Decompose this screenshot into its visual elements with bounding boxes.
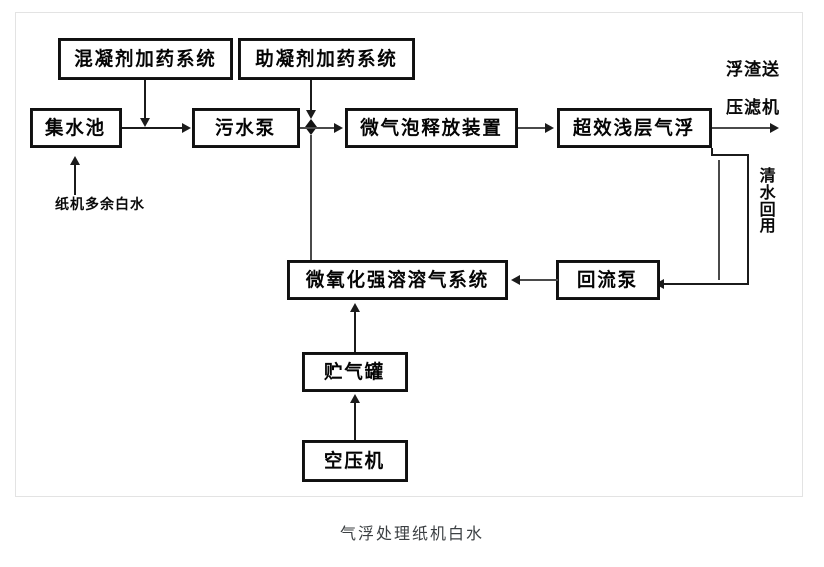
edge-clearwater-inner-tick: [718, 160, 720, 280]
edge-inlet-white-water: [74, 165, 76, 195]
diagram-frame: [15, 12, 803, 497]
valve-upper-triangle: [305, 119, 317, 127]
node-micro-oxidation-dissolving: 微氧化强溶溶气系统: [287, 260, 508, 300]
node-gas-storage-tank-label: 贮气罐: [324, 360, 386, 383]
figure-caption: 气浮处理纸机白水: [339, 524, 484, 543]
label-clear-water-reuse-text: 清水回用: [759, 166, 776, 236]
node-collection-tank-label: 集水池: [45, 116, 107, 139]
edge-clearwater-top-run: [711, 154, 749, 156]
label-inlet-white-water: 纸机多余白水: [55, 197, 145, 213]
edge-flocculant-down-upper: [310, 80, 312, 112]
node-flocculant-aid-dosing-label: 助凝剂加药系统: [255, 47, 398, 70]
valve-lower-triangle: [305, 127, 317, 135]
edge-clearwater-bottom-run: [662, 283, 749, 285]
edge-microbubble-to-flotation-arrowhead: [545, 123, 554, 133]
edge-flotation-to-scum-arrowhead: [770, 123, 779, 133]
edge-inlet-white-water-arrowhead: [70, 156, 80, 165]
node-micro-oxidation-dissolving-label: 微氧化强溶溶气系统: [305, 268, 490, 291]
node-coagulant-dosing: 混凝剂加药系统: [58, 38, 233, 80]
edge-coagulant-down-arrowhead: [140, 118, 150, 127]
edge-tank-to-microoxidation-arrowhead: [350, 303, 360, 312]
node-air-compressor: 空压机: [302, 440, 408, 482]
label-scum-out-line1: 浮渣送: [726, 60, 780, 80]
node-collection-tank: 集水池: [30, 108, 122, 148]
edge-flocculant-down-lower: [310, 135, 312, 261]
edge-tank-to-pump: [122, 127, 183, 129]
node-reflux-pump: 回流泵: [556, 260, 660, 300]
node-air-compressor-label: 空压机: [324, 449, 386, 472]
edge-reflux-to-microoxidation: [518, 279, 558, 281]
node-sewage-pump: 污水泵: [192, 108, 300, 148]
node-sewage-pump-label: 污水泵: [215, 116, 277, 139]
edge-compressor-to-tank: [354, 402, 356, 440]
edge-microbubble-to-flotation: [518, 127, 546, 129]
node-microbubble-release: 微气泡释放装置: [345, 108, 518, 148]
edge-compressor-to-tank-arrowhead: [350, 394, 360, 403]
edge-reflux-to-microoxidation-arrowhead: [511, 275, 520, 285]
edge-pump-to-microbubble: [300, 127, 336, 129]
edge-pump-to-microbubble-arrowhead: [334, 123, 343, 133]
node-coagulant-dosing-label: 混凝剂加药系统: [74, 47, 217, 70]
node-flocculant-aid-dosing: 助凝剂加药系统: [238, 38, 415, 80]
node-shallow-air-flotation-label: 超效浅层气浮: [573, 116, 696, 139]
node-gas-storage-tank: 贮气罐: [302, 352, 408, 392]
edge-flotation-to-scum: [712, 127, 774, 129]
node-shallow-air-flotation: 超效浅层气浮: [557, 108, 712, 148]
node-reflux-pump-label: 回流泵: [577, 268, 639, 291]
node-microbubble-release-label: 微气泡释放装置: [360, 116, 503, 139]
edge-tank-to-microoxidation: [354, 312, 356, 352]
edge-clearwater-down-right: [747, 154, 749, 285]
edge-coagulant-down: [144, 80, 146, 119]
label-scum-out-line2: 压滤机: [726, 98, 780, 118]
label-clear-water-reuse: 清水回用: [758, 166, 777, 236]
edge-tank-to-pump-arrowhead: [182, 123, 191, 133]
valve-bowtie-icon: [305, 119, 317, 135]
edge-clearwater-down-left: [711, 148, 713, 156]
edge-flocculant-down-arrowhead: [306, 110, 316, 119]
